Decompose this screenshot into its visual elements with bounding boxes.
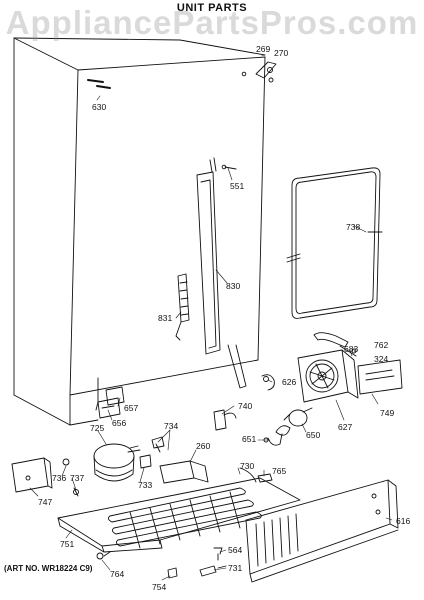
callout-736: 736: [52, 473, 66, 483]
callout-830: 830: [226, 281, 240, 291]
clip-731: [199, 565, 227, 577]
callout-626: 626: [282, 377, 296, 387]
callout-650: 650: [306, 430, 320, 440]
cover-747: [11, 457, 53, 493]
bracket-656: [97, 386, 125, 419]
callout-740: 740: [238, 401, 252, 411]
callout-657: 657: [124, 403, 138, 413]
callout-738: 738: [346, 222, 360, 232]
callout-754: 754: [152, 582, 166, 592]
leader-lines: [29, 95, 393, 581]
callout-730: 730: [240, 461, 254, 471]
callout-734: 734: [164, 421, 178, 431]
base-pan-751: [57, 477, 301, 553]
relay-733: [139, 436, 165, 469]
drain-trough-830: [196, 157, 221, 355]
callout-630: 630: [92, 102, 106, 112]
callout-747: 747: [38, 497, 52, 507]
bracket-269: [255, 61, 277, 83]
heater-831: [175, 273, 190, 341]
compressor-725: [93, 443, 141, 482]
callout-651: 651: [242, 434, 256, 444]
callout-764: 764: [110, 569, 124, 579]
callout-551: 551: [230, 181, 244, 191]
art-number: (ART NO. WR18224 C9): [4, 564, 93, 573]
gasket-738: [286, 167, 383, 319]
duct-762: [313, 332, 357, 357]
callout-627: 627: [338, 422, 352, 432]
callout-751: 751: [60, 539, 74, 549]
callout-616: 616: [396, 516, 410, 526]
callout-762: 762: [374, 340, 388, 350]
callout-656: 656: [112, 418, 126, 428]
screw-564: [213, 547, 223, 561]
grille-616: [245, 479, 399, 583]
callout-831: 831: [158, 313, 172, 323]
callout-733: 733: [138, 480, 152, 490]
callout-260: 260: [196, 441, 210, 451]
callout-683: 683: [344, 344, 358, 354]
callout-269: 269: [256, 44, 270, 54]
cabinet-drawing: [13, 37, 266, 426]
callout-765: 765: [272, 466, 286, 476]
callout-737: 737: [70, 473, 84, 483]
plate-749: [357, 359, 403, 395]
capacitor-260: [159, 460, 209, 484]
callout-749: 749: [380, 408, 394, 418]
foot-764: [96, 551, 111, 560]
thermistor-626: [261, 374, 275, 391]
fan-blade-651: [263, 425, 291, 446]
callout-725: 725: [90, 423, 104, 433]
motor-650: [283, 407, 313, 427]
callout-labels: 269 270 630 551 738 830 831 762 683 324 …: [38, 44, 410, 592]
callout-324: 324: [374, 354, 388, 364]
condenser-coil-730: [107, 467, 262, 549]
thermostat-740: [213, 409, 237, 431]
bracket-765: [257, 473, 273, 483]
fan-shroud-627: [297, 349, 359, 403]
diagram-title: UNIT PARTS: [176, 2, 248, 14]
screw-551: [221, 164, 237, 170]
callout-564: 564: [228, 545, 242, 555]
callout-270: 270: [274, 48, 288, 58]
foot-754: [167, 567, 178, 579]
callout-731: 731: [228, 563, 242, 573]
